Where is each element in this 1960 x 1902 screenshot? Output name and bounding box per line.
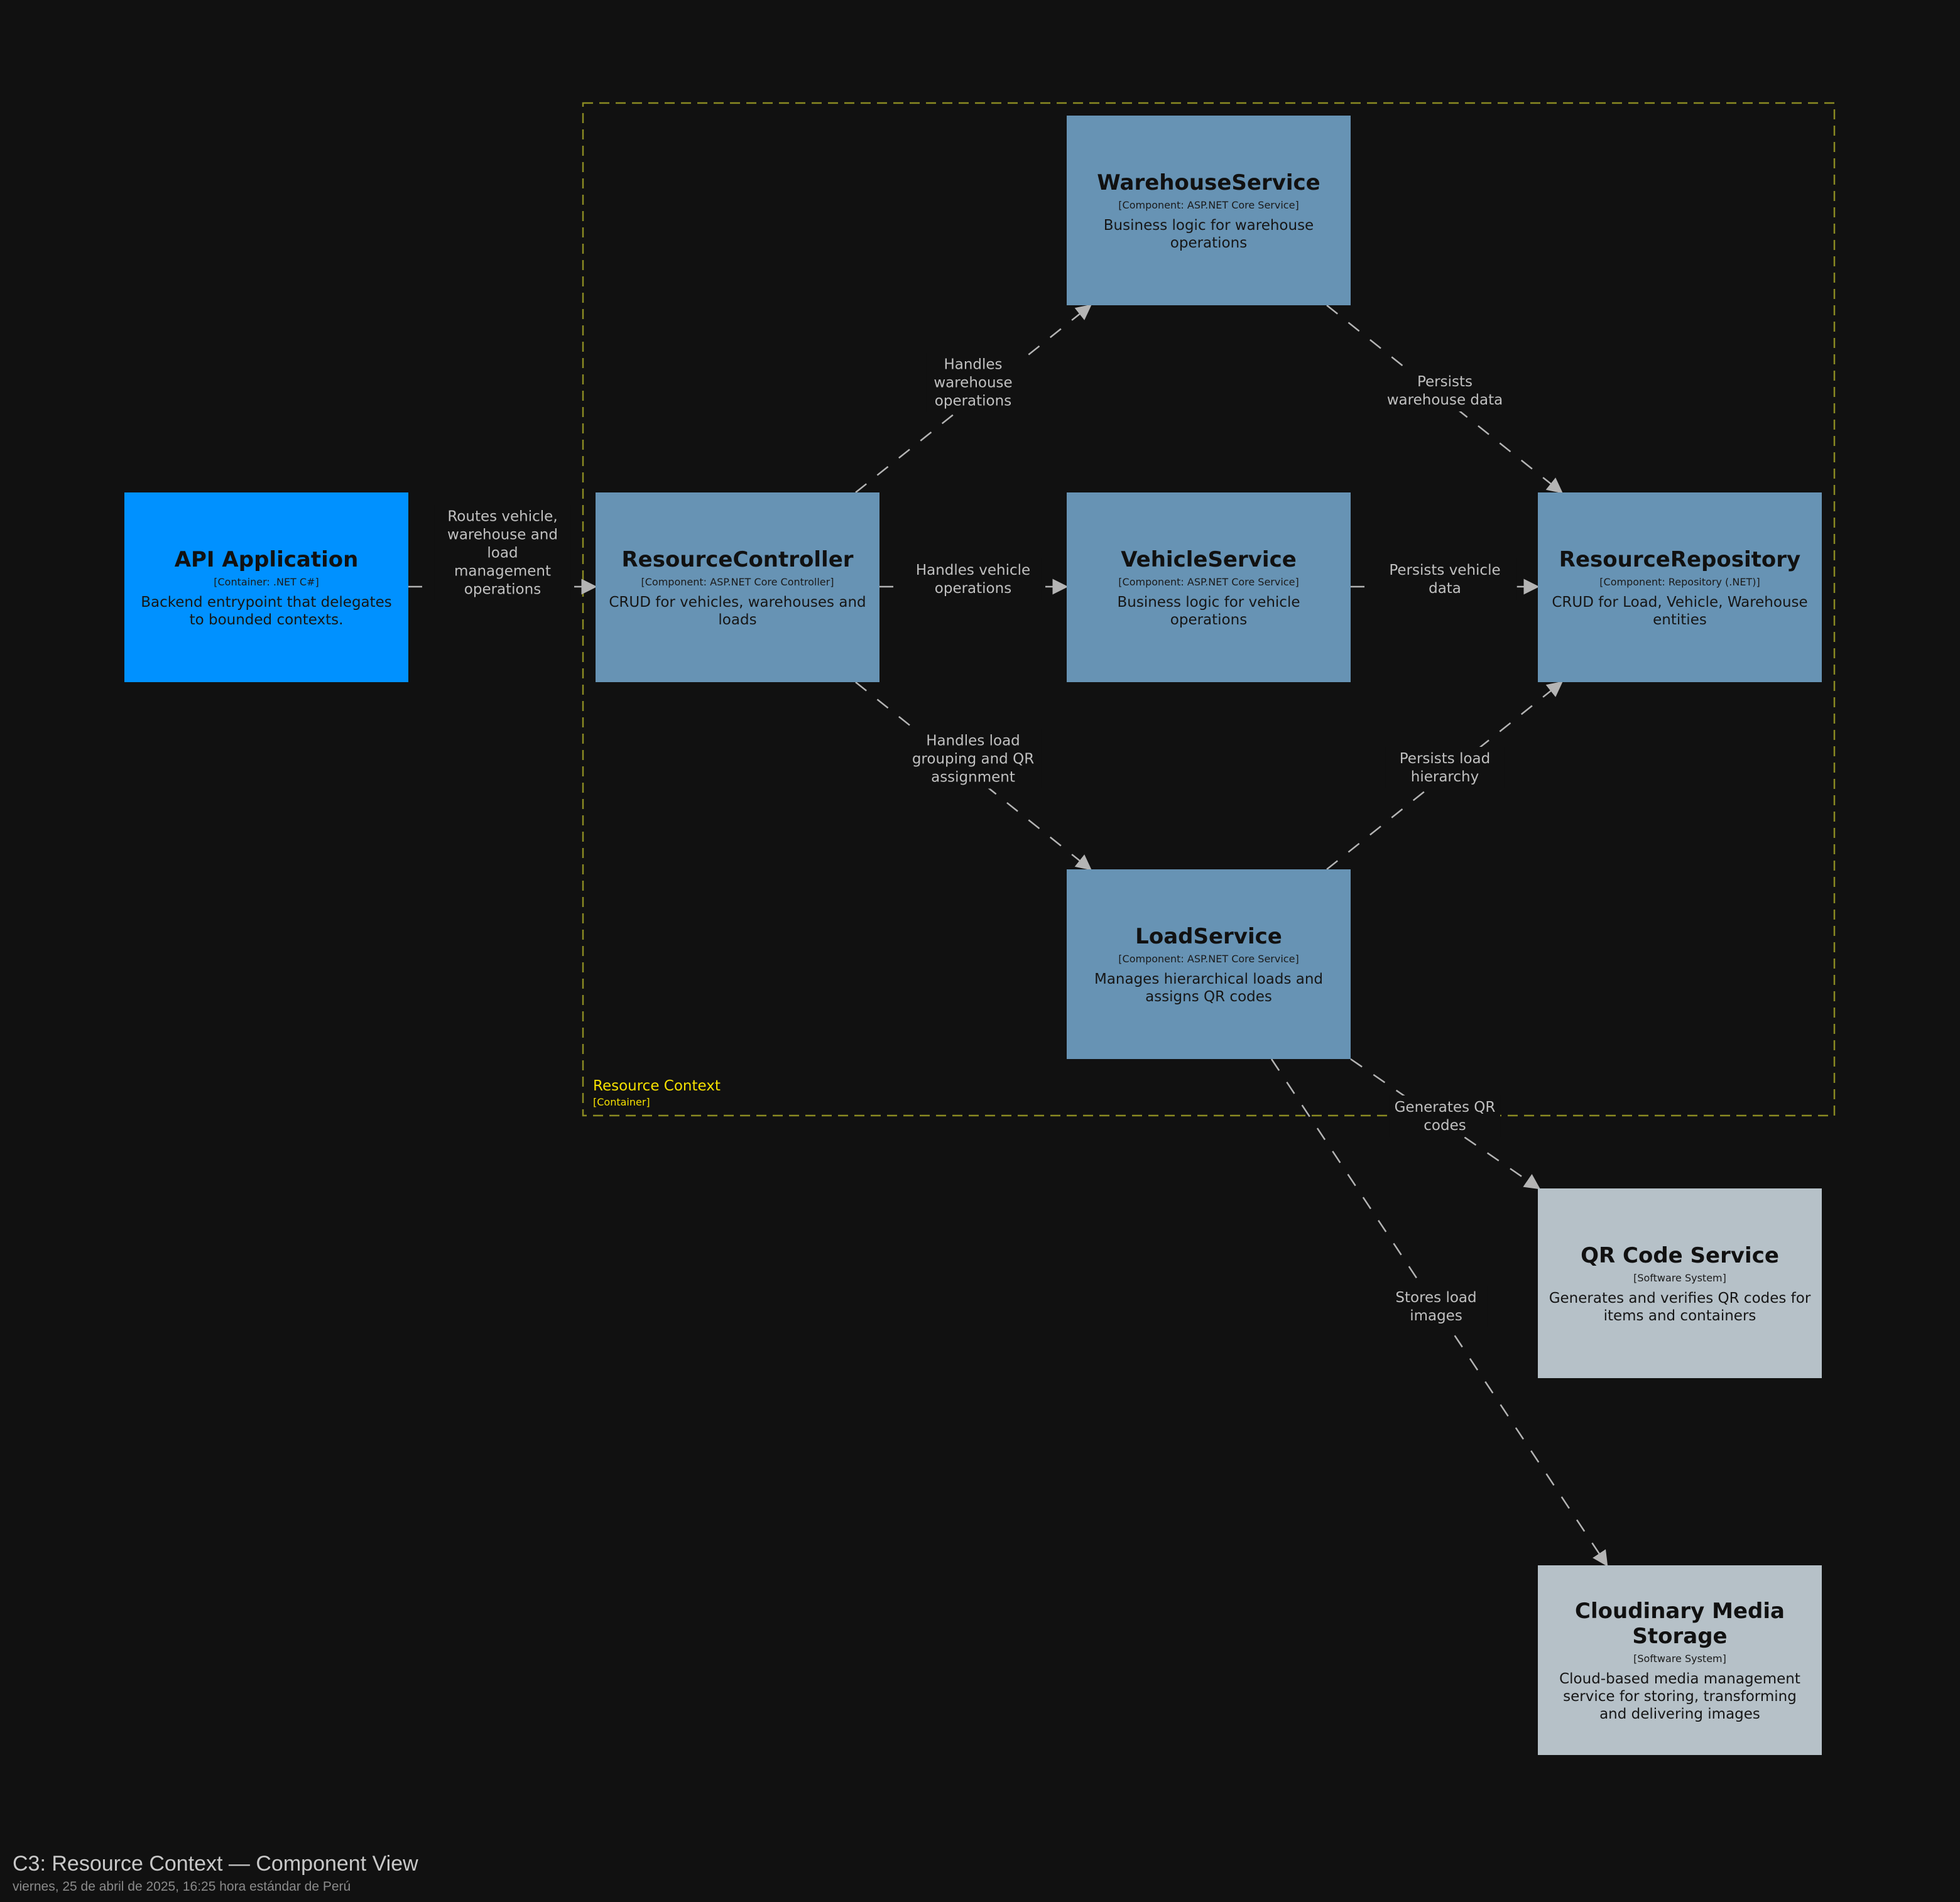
node-title: VehicleService: [1121, 547, 1297, 572]
edge-label: Persists load: [1400, 751, 1490, 767]
node-description: service for storing, transforming: [1563, 1688, 1797, 1705]
edge-label-background: [1385, 747, 1505, 788]
node-title: ResourceRepository: [1559, 547, 1800, 572]
node-description: items and containers: [1604, 1308, 1756, 1324]
edge-label: grouping and QR: [912, 751, 1034, 768]
boundary-type: [Container]: [593, 1096, 650, 1108]
edge-label-background: [905, 729, 1042, 789]
node-title: ResourceController: [621, 547, 853, 572]
node-description: Cloud-based media management: [1559, 1671, 1800, 1687]
node-type: [Component: Repository (.NET)]: [1599, 576, 1760, 588]
edge-label: data: [1429, 580, 1461, 597]
edge-label: management: [454, 563, 551, 580]
edge-label-background: [905, 558, 1042, 600]
edge-label-background: [1381, 370, 1509, 411]
node-box: [1538, 1565, 1822, 1755]
node-api-application[interactable]: API Application [Container: .NET C#] Backe…: [124, 492, 408, 682]
node-description: operations: [1170, 612, 1247, 628]
node-description: Business logic for vehicle: [1118, 594, 1300, 611]
node-title: API Application: [175, 547, 359, 572]
edge-label: hierarchy: [1411, 769, 1479, 785]
edge-label: Routes vehicle,: [447, 509, 557, 525]
resource-context-boundary: [582, 102, 1836, 1117]
node-description: operations: [1170, 235, 1247, 251]
boundary-name: Resource Context: [593, 1078, 721, 1094]
edge-load-service-to-cloudinary-media-storage: [1270, 1058, 1608, 1567]
node-description: Backend entrypoint that delegates: [141, 594, 392, 611]
edge-label: Stores load: [1395, 1290, 1476, 1306]
edge-label: Handles load: [926, 733, 1020, 749]
node-title: LoadService: [1135, 924, 1282, 949]
edge-label-background: [1385, 1286, 1488, 1327]
edge-label: images: [1410, 1308, 1462, 1324]
node-type: [Component: ASP.NET Core Service]: [1118, 953, 1298, 965]
edge-label: assignment: [931, 769, 1015, 786]
node-description: and delivering images: [1599, 1706, 1760, 1722]
node-warehouse-service[interactable]: WarehouseService [Component: ASP.NET Core…: [1067, 116, 1351, 305]
node-box: [596, 492, 879, 682]
node-box: [1538, 492, 1822, 682]
node-title: QR Code Service: [1581, 1243, 1779, 1268]
node-vehicle-service[interactable]: VehicleService [Component: ASP.NET Core S…: [1067, 492, 1351, 682]
node-type: [Software System]: [1633, 1272, 1726, 1284]
node-type: [Component: ASP.NET Core Service]: [1118, 199, 1298, 211]
node-description: Manages hierarchical loads and: [1094, 971, 1323, 987]
node-resource-controller[interactable]: ResourceController [Component: ASP.NET Co…: [596, 492, 879, 682]
node-type: [Software System]: [1633, 1653, 1726, 1665]
node-description: assigns QR codes: [1145, 989, 1272, 1005]
node-description: Generates and verifies QR codes for: [1549, 1290, 1811, 1307]
node-title: Storage: [1632, 1624, 1727, 1649]
node-description: CRUD for Load, Vehicle, Warehouse: [1552, 594, 1807, 611]
edge-label: codes: [1424, 1117, 1466, 1134]
edge-label: Handles: [944, 357, 1002, 373]
node-box: [1067, 869, 1351, 1059]
edge-label: Handles vehicle: [916, 562, 1030, 579]
node-box: [1538, 1188, 1822, 1378]
node-load-service[interactable]: LoadService [Component: ASP.NET Core Serv…: [1067, 869, 1351, 1059]
edge-label: warehouse data: [1387, 392, 1503, 408]
node-description: CRUD for vehicles, warehouses and: [609, 594, 866, 611]
edge-label: Persists vehicle: [1389, 562, 1500, 579]
edge-label-background: [434, 504, 571, 601]
edge-label: operations: [464, 582, 541, 598]
node-type: [Component: ASP.NET Core Controller]: [641, 576, 834, 588]
node-box: [124, 492, 408, 682]
node-description: loads: [718, 612, 756, 628]
edge-label: load: [487, 545, 518, 562]
node-box: [1067, 492, 1351, 682]
node-box: [1067, 116, 1351, 305]
edge-label: warehouse and: [447, 527, 558, 543]
diagram-date: viernes, 25 de abril de 2025, 16:25 hora…: [13, 1879, 351, 1894]
node-title: Cloudinary Media: [1575, 1599, 1785, 1624]
node-type: [Container: .NET C#]: [214, 576, 318, 588]
diagram-title: C3: Resource Context — Component View: [13, 1852, 418, 1876]
node-description: Business logic for warehouse: [1104, 217, 1314, 234]
edge-label: warehouse: [934, 375, 1012, 391]
node-resource-repository[interactable]: ResourceRepository [Component: Repository…: [1538, 492, 1822, 682]
edge-label: operations: [935, 393, 1011, 410]
edge-label-background: [1373, 558, 1517, 600]
node-description: to bounded contexts.: [190, 612, 344, 628]
node-type: [Component: ASP.NET Core Service]: [1118, 576, 1298, 588]
edge-label-background: [926, 352, 1020, 413]
node-title: WarehouseService: [1097, 170, 1320, 195]
edge-label: operations: [935, 580, 1011, 597]
edge-label: Generates QR: [1395, 1099, 1496, 1116]
node-qr-code-service[interactable]: QR Code Service [Software System] Generate…: [1538, 1188, 1822, 1378]
node-description: entities: [1653, 612, 1707, 628]
edge-label: Persists: [1417, 374, 1473, 390]
edge-label-background: [1389, 1095, 1501, 1137]
